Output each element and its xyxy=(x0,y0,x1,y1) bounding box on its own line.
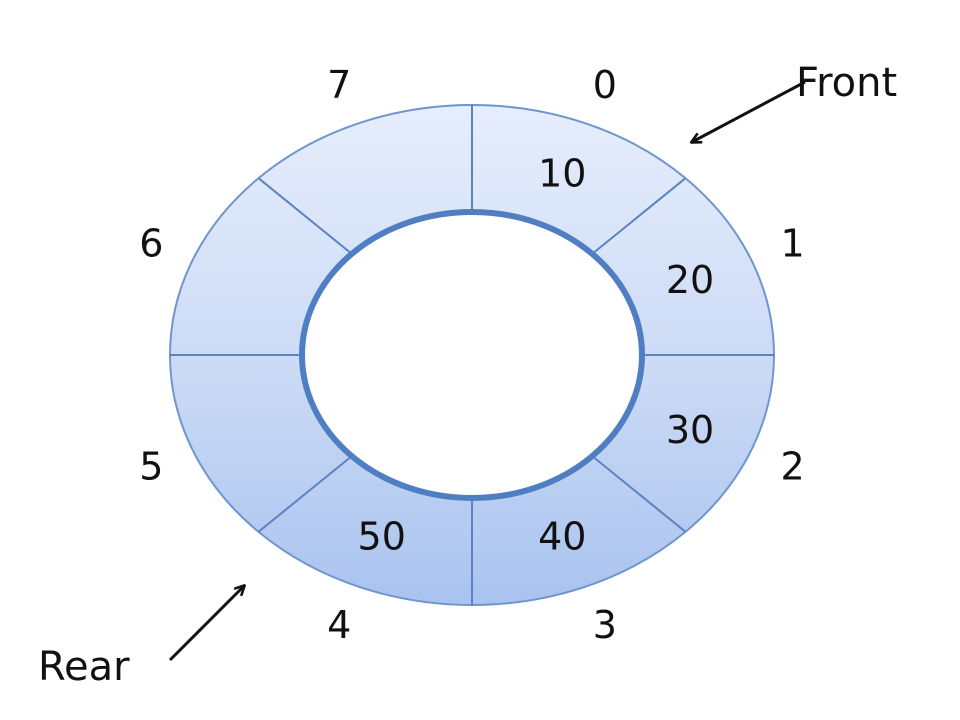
slot-index-0: 0 xyxy=(593,63,617,107)
segment-dividers xyxy=(170,105,774,605)
slot-values: 10 20 30 40 50 xyxy=(358,152,715,559)
front-label: Front xyxy=(796,60,897,106)
front-arrow xyxy=(692,80,806,142)
slot-value-1: 20 xyxy=(666,258,714,302)
segment-divider xyxy=(257,177,353,255)
slot-index-5: 5 xyxy=(139,445,163,489)
slot-value-0: 10 xyxy=(538,152,586,196)
segment-divider xyxy=(591,455,687,533)
segment-divider xyxy=(257,455,353,533)
slot-index-4: 4 xyxy=(327,603,351,647)
slot-index-2: 2 xyxy=(781,445,805,489)
slot-index-7: 7 xyxy=(327,63,351,107)
segment-divider xyxy=(591,177,687,255)
inner-circle xyxy=(299,209,645,501)
slot-index-3: 3 xyxy=(593,603,617,647)
slot-value-2: 30 xyxy=(666,408,714,452)
slot-index-6: 6 xyxy=(139,221,163,265)
rear-arrow xyxy=(168,586,244,662)
slot-indices: 0 1 2 3 4 5 6 7 xyxy=(139,63,804,647)
slot-value-4: 50 xyxy=(358,515,406,559)
slot-value-3: 40 xyxy=(538,515,586,559)
slot-index-1: 1 xyxy=(781,221,805,265)
rear-label: Rear xyxy=(38,644,130,690)
